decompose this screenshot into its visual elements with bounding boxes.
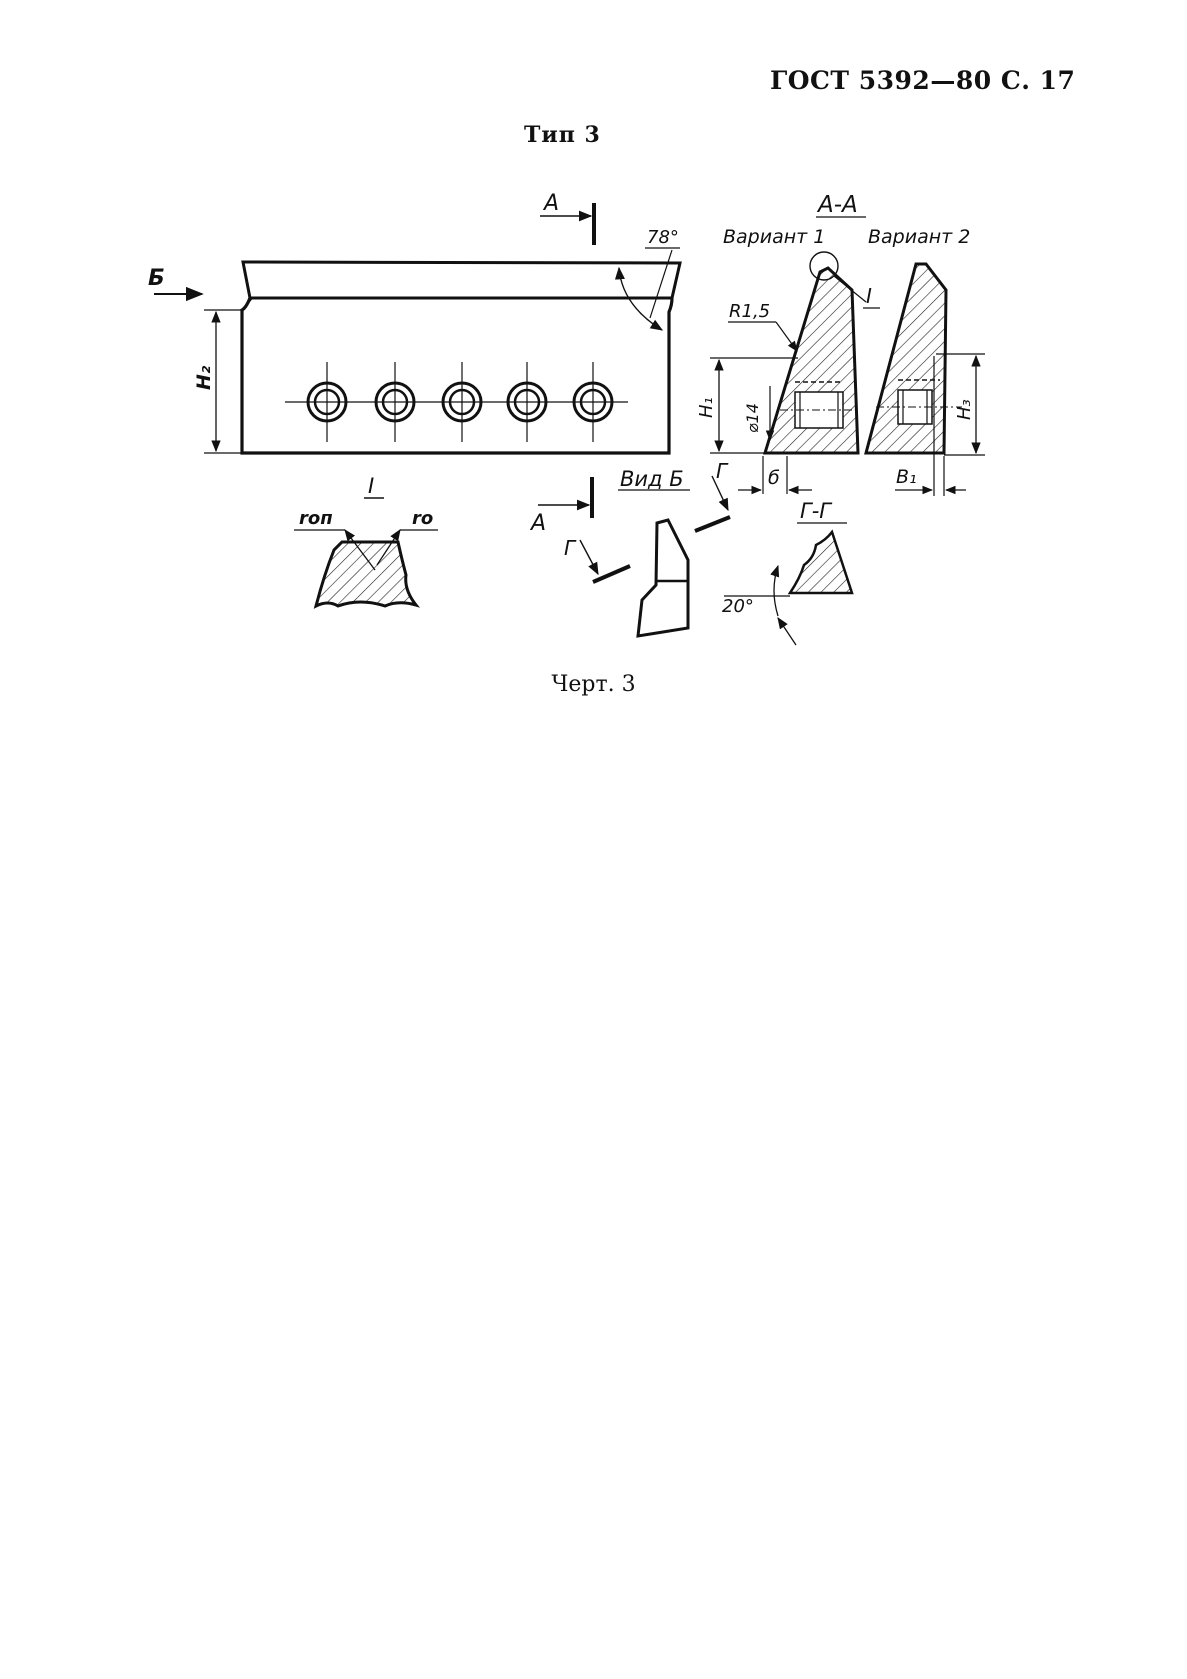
dim-h1-label: H₁: [696, 397, 717, 418]
angle-78-label: 78°: [647, 227, 679, 248]
dimension-h1: [710, 357, 798, 454]
angle-78: [614, 247, 680, 331]
dim-b-label: б: [768, 467, 780, 489]
dimension-b1: [895, 456, 966, 496]
view-b-letter: Б: [148, 266, 165, 291]
r-o-label: rо: [412, 508, 433, 529]
section-aa-title: А-А: [816, 192, 858, 218]
cut-line-bottom: Г: [564, 536, 631, 584]
view-b-title: Вид Б: [620, 467, 684, 491]
detail-i-title: I: [368, 474, 374, 498]
mounting-holes: [285, 362, 628, 442]
section-mark-bottom: А: [529, 477, 594, 536]
variant-2-profile: [864, 262, 962, 496]
dim-h2-label: H₂: [193, 365, 215, 390]
hole-1: [306, 362, 348, 442]
svg-text:Г: Г: [564, 536, 577, 560]
variant-1-profile: [762, 251, 860, 455]
figure-caption: Черт. 3: [551, 672, 636, 697]
hole-2: [374, 362, 416, 442]
detail-i-leaders: [294, 529, 438, 571]
angle-20: [724, 564, 797, 646]
svg-text:А: А: [542, 191, 559, 216]
variant-2-label: Вариант 2: [868, 226, 970, 248]
variant-1-label: Вариант 1: [723, 226, 825, 248]
radius-label: R1,5: [729, 301, 770, 322]
knife-front-view: [240, 260, 682, 455]
dim-b1-label: B₁: [896, 466, 917, 488]
hole-4: [506, 362, 548, 442]
document-header: ГОСТ 5392—80 С. 17: [770, 66, 1076, 95]
hole-5: [572, 362, 614, 442]
angle-20-label: 20°: [722, 596, 754, 617]
cut-line-top: Г: [694, 459, 731, 533]
section-mark-top: А: [540, 191, 596, 245]
hole-3: [441, 362, 483, 442]
section-gg-title: Г-Г: [800, 499, 833, 523]
type-title: Тип 3: [524, 122, 601, 148]
dim-h3-label: H₃: [954, 399, 975, 420]
view-b-shape: [636, 518, 690, 638]
detail-i-shape: [313, 540, 421, 609]
dimension-h3: [936, 353, 985, 456]
r-op-label: rоп: [299, 508, 333, 529]
diameter-label: ⌀14: [743, 403, 762, 433]
detail-i-ref: I: [866, 284, 872, 308]
dimension-b: [738, 456, 812, 495]
dimension-h2: [204, 309, 242, 454]
svg-text:А: А: [529, 511, 546, 536]
svg-text:Г: Г: [716, 459, 729, 483]
section-gg-shape: [787, 529, 854, 595]
